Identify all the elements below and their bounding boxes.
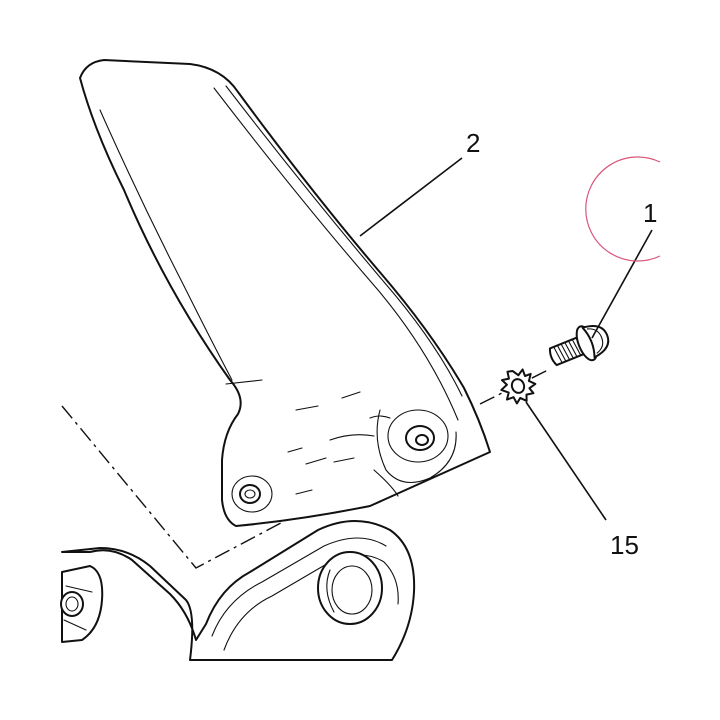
- callout-leaders: [359, 157, 653, 521]
- bracket-hole-inner: [331, 565, 373, 615]
- bracket-hole-rim: [326, 569, 335, 613]
- callout-15: 15: [610, 530, 639, 560]
- callout-2: 2: [466, 128, 480, 158]
- bracket-edge-line: [211, 537, 387, 637]
- mounting-bracket: [60, 520, 416, 661]
- deflector-plate: [79, 59, 491, 527]
- deflector-recess: [376, 409, 457, 484]
- deflector-left-hole-inner: [244, 489, 256, 499]
- leader-screw: [591, 229, 653, 339]
- deflector-edge-highlight: [99, 109, 233, 381]
- callout-1: 1: [643, 198, 657, 228]
- bracket-left-detail: [63, 585, 93, 631]
- lock-washer: [500, 368, 537, 405]
- leader-washer: [525, 401, 607, 521]
- bracket-hole-outer: [317, 551, 383, 625]
- deflector-outline: [79, 59, 491, 527]
- highlight-circle: [585, 156, 661, 262]
- washer-center-hole: [510, 378, 526, 394]
- screw-head-rim: [586, 328, 604, 354]
- deflector-hole-inner: [415, 434, 429, 446]
- deflector-left-hole: [239, 484, 261, 504]
- flanged-screw: [548, 325, 610, 367]
- leader-deflector: [359, 157, 463, 237]
- deflector-left-hole-ring: [231, 475, 273, 513]
- bracket-body: [61, 520, 416, 661]
- deflector-crease-2: [225, 85, 463, 397]
- deflector-hole-ring: [387, 409, 449, 463]
- deflector-surface-detail: [225, 379, 399, 497]
- screw-thread: [553, 337, 586, 364]
- bracket-left-hole-inner: [65, 596, 79, 612]
- bracket-left-hole: [60, 591, 84, 617]
- deflector-crease: [213, 87, 459, 421]
